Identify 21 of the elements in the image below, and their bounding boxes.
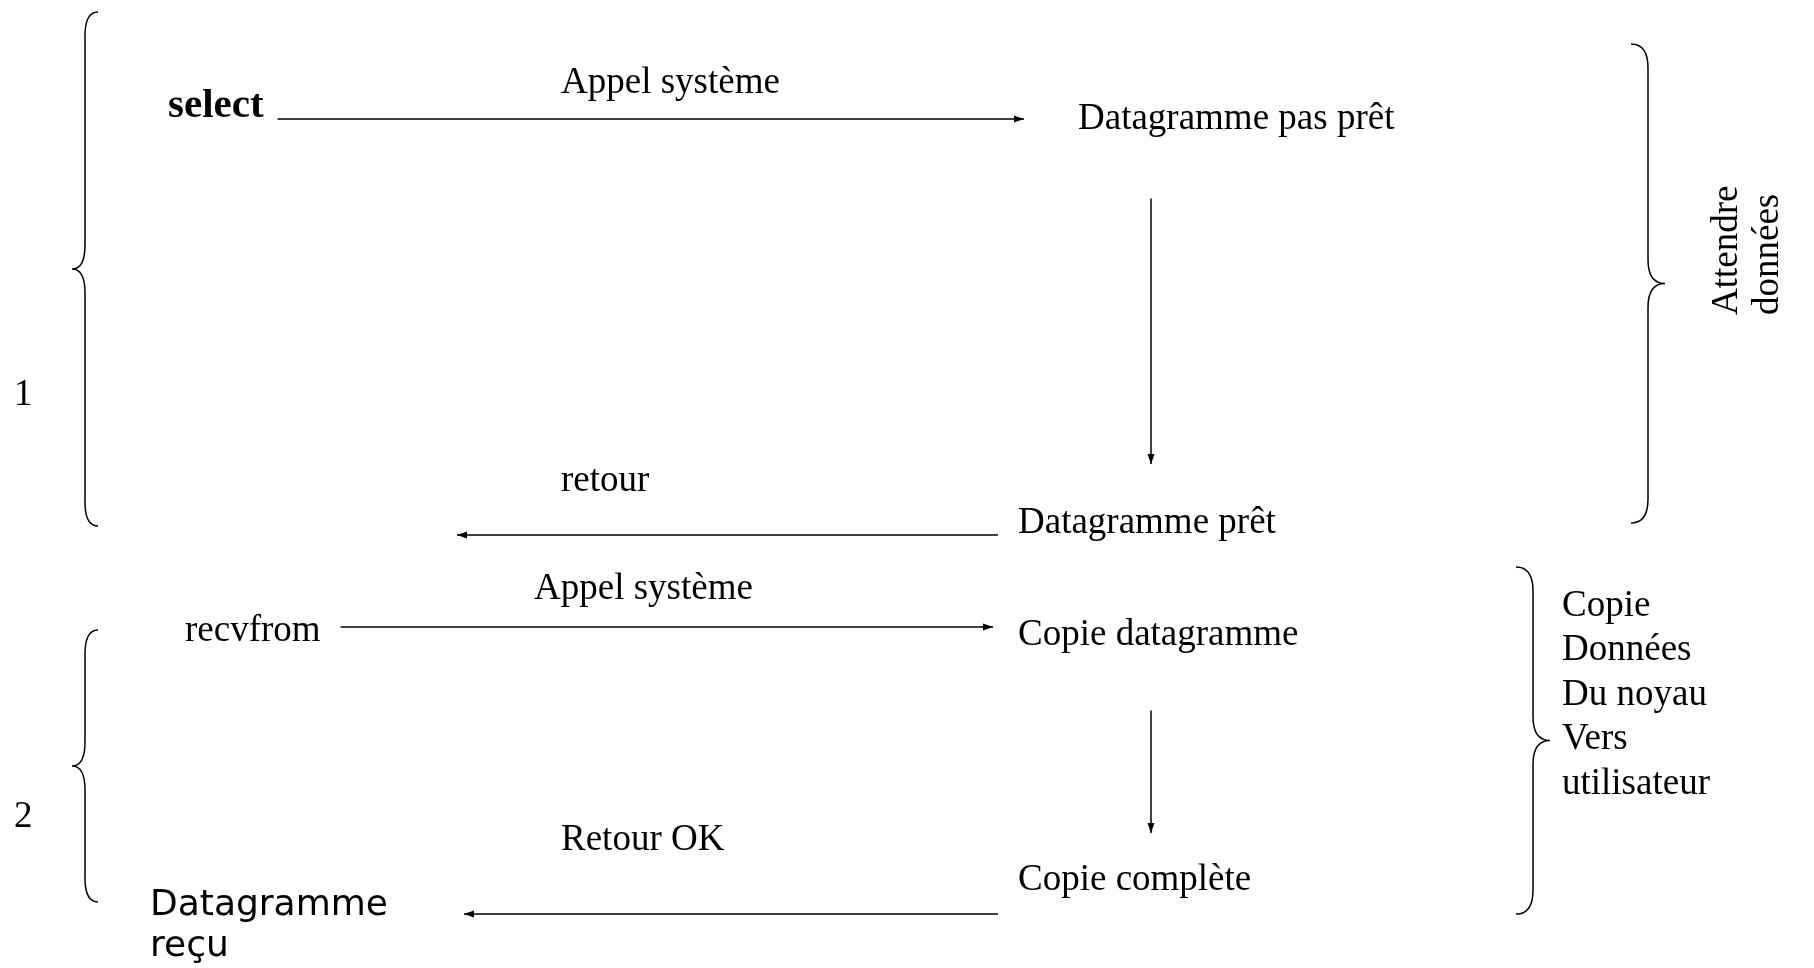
step-text: Datagramme prêt (1018, 500, 1276, 543)
arrow (1147, 709, 1155, 834)
step-text: Copie datagramme (1018, 612, 1299, 655)
step-text: Copie complète (1018, 857, 1252, 900)
annotation: Copie Données Du noyau Vers utilisateur (1562, 582, 1711, 804)
arrow (463, 910, 999, 918)
step-text: Datagramme reçu (150, 882, 450, 965)
arrow (1147, 197, 1155, 465)
arrow (276, 115, 1025, 123)
step-text: select (168, 80, 264, 128)
arrow (339, 623, 994, 631)
edge-label: Retour OK (561, 817, 725, 860)
group-number: 2 (14, 794, 33, 837)
edge-label: retour (561, 458, 650, 501)
annotation: Attendre données (1705, 184, 1787, 315)
step-text: recvfrom (185, 608, 321, 651)
edge-label: Appel système (534, 566, 753, 609)
step-text: Datagramme pas prêt (1078, 96, 1395, 139)
edge-label: Appel système (561, 60, 780, 103)
group-number: 1 (14, 372, 33, 415)
arrow (456, 531, 999, 539)
